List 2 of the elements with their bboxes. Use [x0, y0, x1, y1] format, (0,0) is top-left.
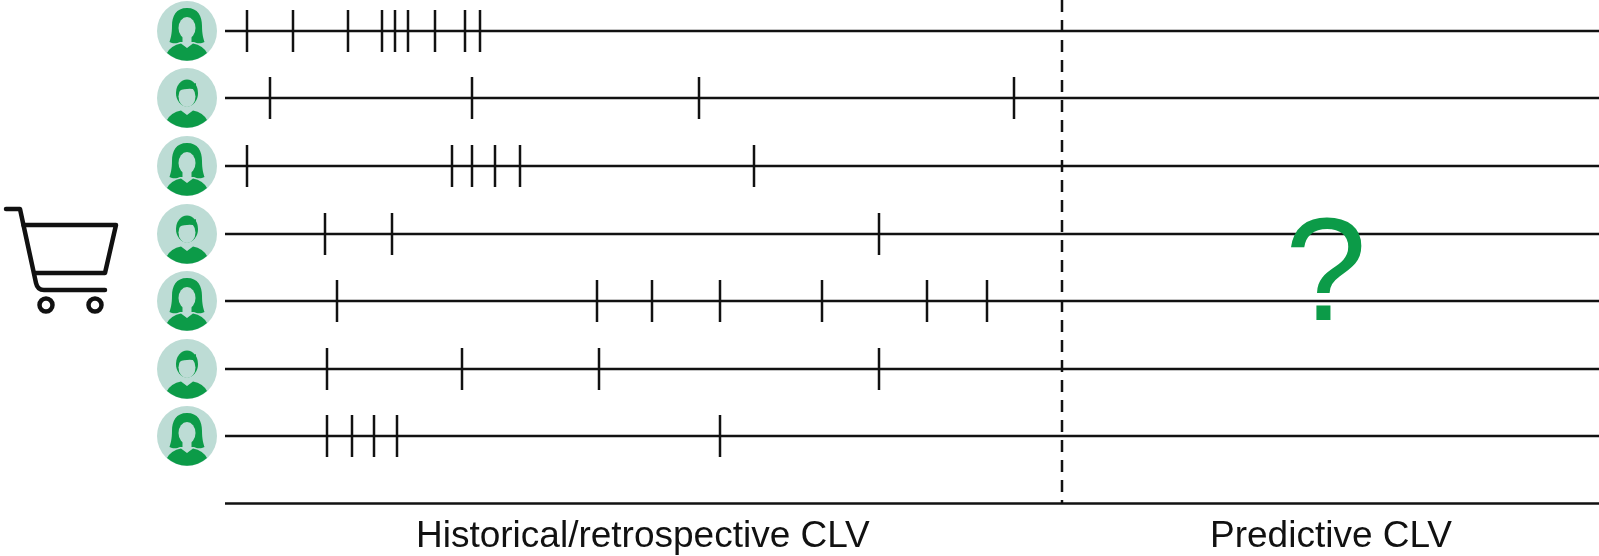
section-label: Predictive CLV	[1210, 516, 1452, 553]
section-label: Historical/retrospective CLV	[416, 516, 870, 553]
